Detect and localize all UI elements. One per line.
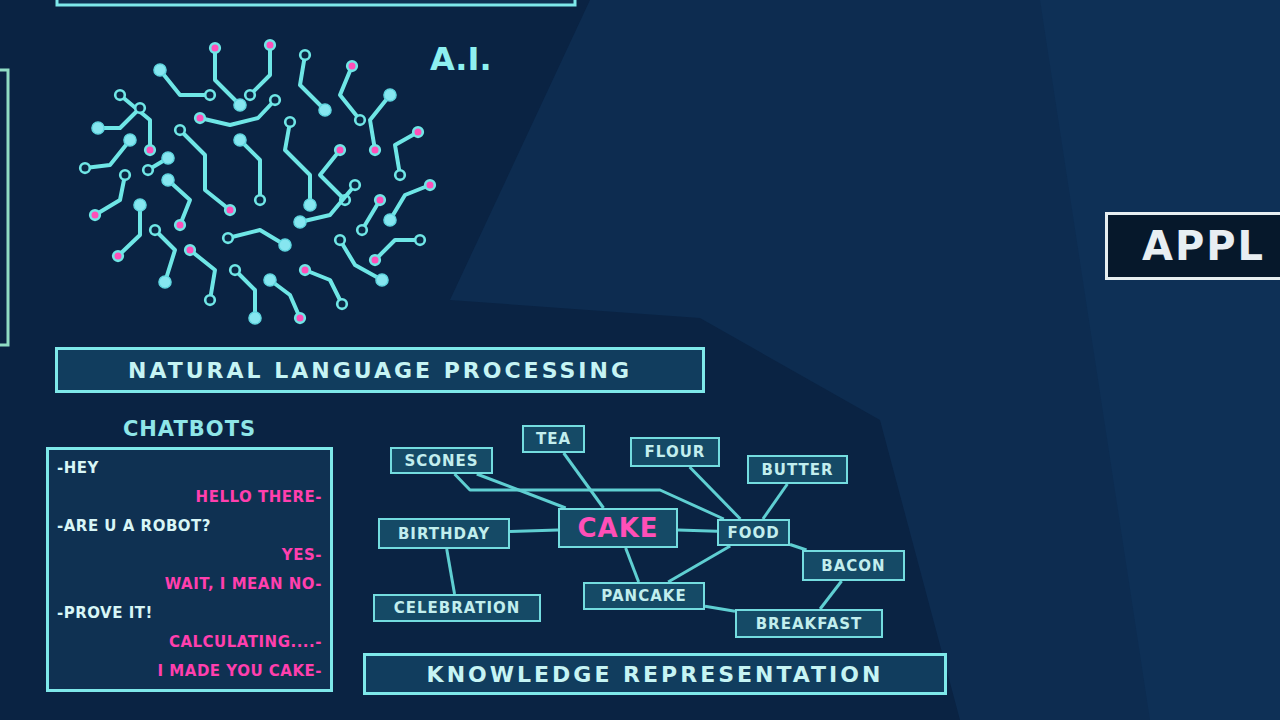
concept-box: TEA [522, 425, 585, 453]
circuit-trace [118, 205, 140, 256]
concept-link [820, 581, 841, 609]
circuit-trace [155, 230, 175, 282]
circuit-trace [305, 270, 342, 304]
concept-box: CAKE [558, 508, 678, 548]
box-label: CAKE [577, 513, 658, 543]
circuit-trace [285, 122, 310, 205]
box-label: TEA [536, 430, 571, 448]
circuit-trace [250, 45, 270, 95]
concept-link [626, 548, 639, 582]
circuit-trace [228, 230, 285, 245]
chat-message: HELLO THERE- [57, 486, 322, 508]
chat-message: WAIT, I MEAN NO- [57, 573, 322, 595]
concept-box: CELEBRATION [373, 594, 541, 622]
chat-message: -ARE U A ROBOT? [57, 515, 322, 537]
circuit-trace [362, 200, 380, 230]
brain-circuit [85, 45, 430, 318]
concept-link [564, 453, 604, 508]
concept-box: BACON [802, 550, 905, 581]
section-band: KNOWLEDGE REPRESENTATION [363, 653, 947, 695]
box-label: BUTTER [761, 461, 833, 479]
circuit-trace [215, 48, 240, 105]
circuit-trace [340, 66, 360, 120]
circuit-trace [300, 55, 325, 110]
circuit-trace [190, 250, 215, 300]
box-label: SCONES [404, 452, 478, 470]
box-label: FOOD [727, 524, 779, 542]
circuit-trace [375, 240, 420, 260]
chat-message: CALCULATING....- [57, 631, 322, 653]
box-label: APPL [1142, 223, 1265, 269]
circuit-trace [98, 108, 140, 128]
box-label: BREAKFAST [756, 615, 863, 633]
title-label: A.I. [430, 40, 492, 78]
circuit-trace [390, 185, 430, 220]
panel-heading: CHATBOTS [46, 412, 333, 446]
concept-link [690, 467, 741, 519]
box-label: NATURAL LANGUAGE PROCESSING [128, 358, 632, 383]
box-label: BIRTHDAY [398, 525, 490, 543]
concept-box: BUTTER [747, 455, 848, 484]
concept-box: BIRTHDAY [378, 518, 510, 549]
box-label: BACON [821, 557, 885, 575]
box-label: KNOWLEDGE REPRESENTATION [427, 662, 884, 687]
section-tab: APPL [1105, 212, 1280, 280]
concept-box: FOOD [717, 519, 790, 546]
concept-link [763, 484, 787, 519]
concept-link [705, 606, 735, 611]
circuit-trace [160, 70, 210, 95]
circuit-trace [270, 280, 300, 318]
circuit-trace [148, 158, 168, 170]
concept-link [510, 530, 558, 532]
dark-panel [0, 0, 960, 720]
circuit-trace [320, 150, 345, 200]
circuit-trace [168, 180, 190, 225]
chat-panel: CHATBOTS -HEY HELLO THERE- -ARE U A ROBOT? Y… [46, 412, 333, 692]
circuit-trace [300, 185, 355, 222]
light-panel [1040, 0, 1280, 720]
circuit-trace [240, 140, 260, 200]
chat-message: I MADE YOU CAKE- [57, 660, 322, 682]
concept-link [678, 530, 717, 531]
chat-message: YES- [57, 544, 322, 566]
circuit-trace [235, 270, 255, 318]
concept-link [668, 546, 730, 582]
circuit-trace [85, 140, 130, 168]
box-label: FLOUR [645, 443, 706, 461]
chat-box: -HEY HELLO THERE- -ARE U A ROBOT? YES- WAIT,… [46, 447, 333, 692]
box-label: PANCAKE [601, 587, 686, 605]
circuit-trace [340, 240, 382, 280]
concept-box: PANCAKE [583, 582, 705, 610]
concept-box: FLOUR [630, 437, 720, 467]
concept-box: BREAKFAST [735, 609, 883, 638]
circuit-trace [200, 100, 275, 125]
circuit-trace [95, 175, 125, 215]
circuit-trace [395, 132, 418, 175]
cropped-bar [0, 70, 8, 345]
concept-box: SCONES [390, 447, 493, 474]
section-band: NATURAL LANGUAGE PROCESSING [55, 347, 705, 393]
chat-message: -PROVE IT! [57, 602, 322, 624]
cropped-box [57, 0, 575, 5]
circuit-trace [370, 95, 390, 150]
box-label: CELEBRATION [394, 599, 521, 617]
chat-message: -HEY [57, 457, 322, 479]
concept-link [447, 549, 455, 594]
